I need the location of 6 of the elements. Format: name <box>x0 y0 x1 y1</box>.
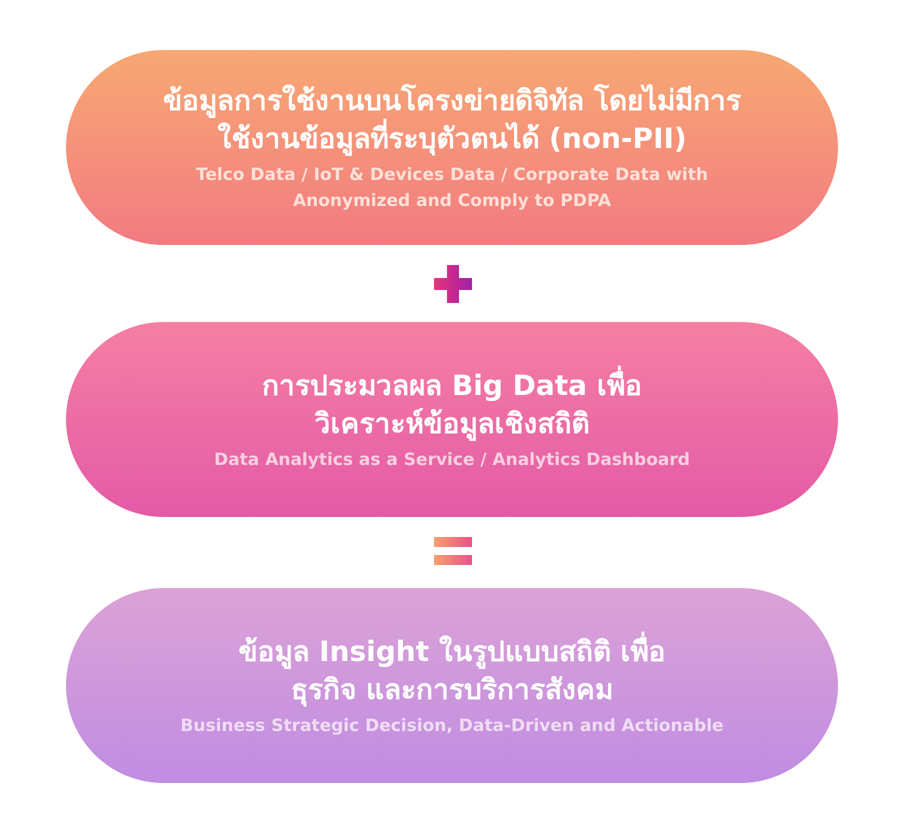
heading: ข้อมูล Insight ในรูปแบบสถิติ เพื่อธุรกิจ และการบริการสังคม <box>222 632 682 708</box>
subtitle: Business Strategic Decision, Data-Driven and Actionable <box>180 714 724 738</box>
subtitle: Data Analytics as a Service / Analytics Dashboard <box>214 448 690 472</box>
subtitle: Telco Data / IoT & Devices Data / Corporate Data with Anonymized and Comply to PDPA <box>195 164 709 212</box>
heading: การประมวลผล Big Data เพื่อวิเคราะห์ข้อมูลเชิงสถิติ <box>242 366 662 442</box>
heading: ข้อมูลการใช้งานบนโครงข่ายดิจิทัล โดยไม่มีการใช้งานข้อมูลที่ระบุตัวตนได้ (non-PII) <box>162 82 742 158</box>
